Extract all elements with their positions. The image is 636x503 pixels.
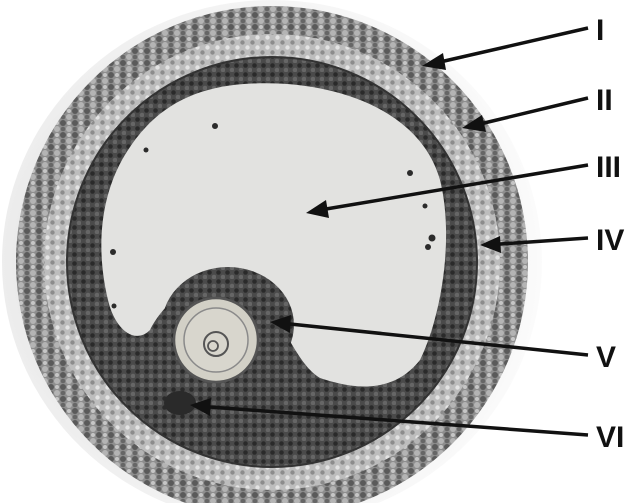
label-iv: IV <box>596 224 624 257</box>
label-ii: II <box>596 84 613 117</box>
label-i: I <box>596 14 604 47</box>
zona-pellucida <box>184 308 248 372</box>
label-iii: III <box>596 151 621 184</box>
label-v: V <box>596 341 616 374</box>
cumulus-base <box>164 391 196 415</box>
label-vi: VI <box>596 421 624 454</box>
